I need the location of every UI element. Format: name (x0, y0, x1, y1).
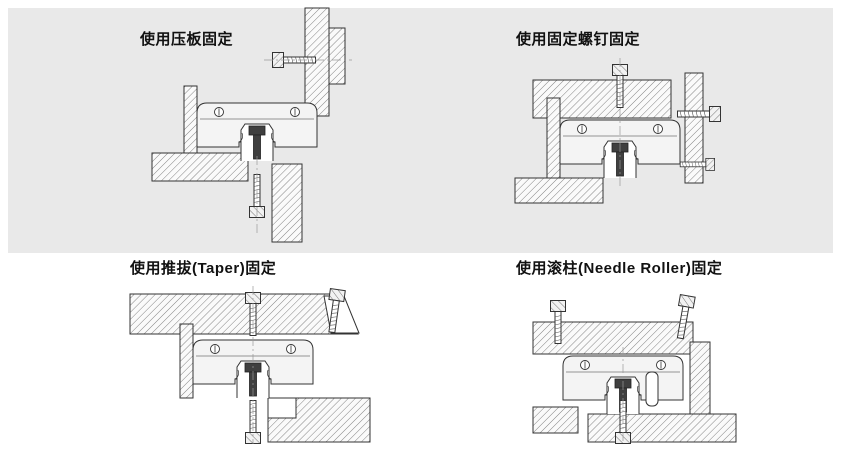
machine-base-section (514, 177, 604, 204)
top-plate-section (129, 293, 359, 335)
base-left-section (532, 406, 579, 434)
diagram-needle-roller-fixing (532, 294, 737, 444)
needle-roller (645, 371, 659, 407)
linear-guide-block (196, 102, 318, 162)
diagram-set-screw-fixing (514, 58, 721, 204)
diagram-clamp-plate-fixing (151, 7, 352, 243)
caption-taper-fixing: 使用推拔(Taper)固定 (130, 260, 277, 277)
side-wall-section (689, 341, 711, 415)
machine-base-section (587, 413, 737, 443)
lower-clamp-plate-section (271, 163, 303, 243)
caption-clamp-plate-fixing: 使用压板固定 (140, 31, 234, 48)
caption-set-screw-fixing: 使用固定螺钉固定 (516, 31, 641, 48)
shoulder-section (179, 323, 194, 399)
support-block (267, 397, 297, 419)
machine-base-section (151, 152, 249, 182)
shoulder-section (546, 97, 561, 179)
side-plate-section (684, 72, 704, 184)
caption-needle-roller-fixing: 使用滚柱(Needle Roller)固定 (516, 260, 723, 277)
clamp-plate-step (328, 27, 346, 85)
diagram-taper-fixing (129, 286, 371, 444)
shoulder-section (183, 85, 198, 154)
